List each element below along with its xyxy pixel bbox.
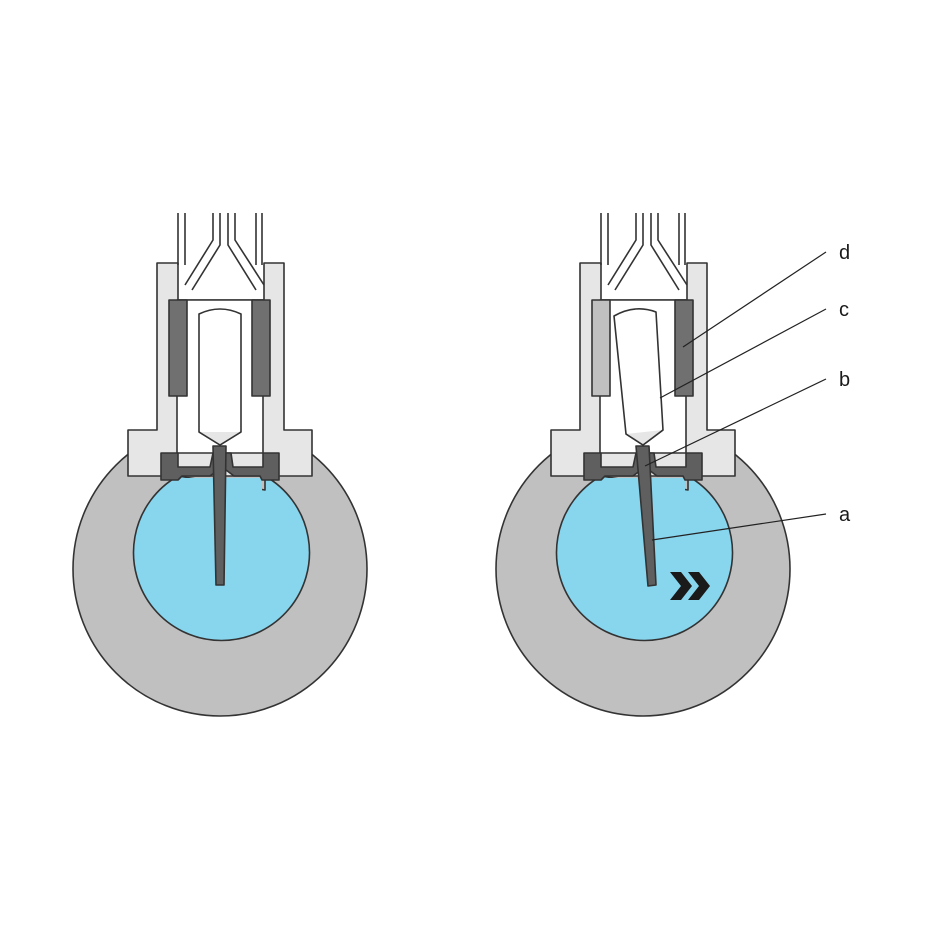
right-wire-right <box>650 213 688 291</box>
right-needle <box>635 445 657 587</box>
right-plunger-tip <box>625 429 664 446</box>
left-needle <box>212 445 227 586</box>
label-a: a <box>839 504 851 526</box>
left-coil-left <box>168 299 188 397</box>
left-unit <box>72 213 368 717</box>
left-wire-right <box>227 213 265 291</box>
right-coil-left <box>591 299 611 397</box>
left-plunger <box>198 308 242 446</box>
leader-a <box>651 513 827 541</box>
double-chevron-right-icon <box>670 572 710 600</box>
right-coil-right <box>674 299 694 397</box>
label-d: d <box>839 242 850 264</box>
left-coil-right <box>251 299 271 397</box>
leader-c <box>659 308 827 399</box>
left-plunger-tip <box>198 431 242 446</box>
left-wire-left <box>177 213 221 291</box>
leader-lines <box>644 251 827 541</box>
leader-b <box>644 378 827 467</box>
right-wire-left <box>600 213 644 291</box>
right-unit <box>495 213 791 717</box>
label-b: b <box>839 369 850 391</box>
label-c: c <box>839 299 849 321</box>
leader-d <box>682 251 827 348</box>
